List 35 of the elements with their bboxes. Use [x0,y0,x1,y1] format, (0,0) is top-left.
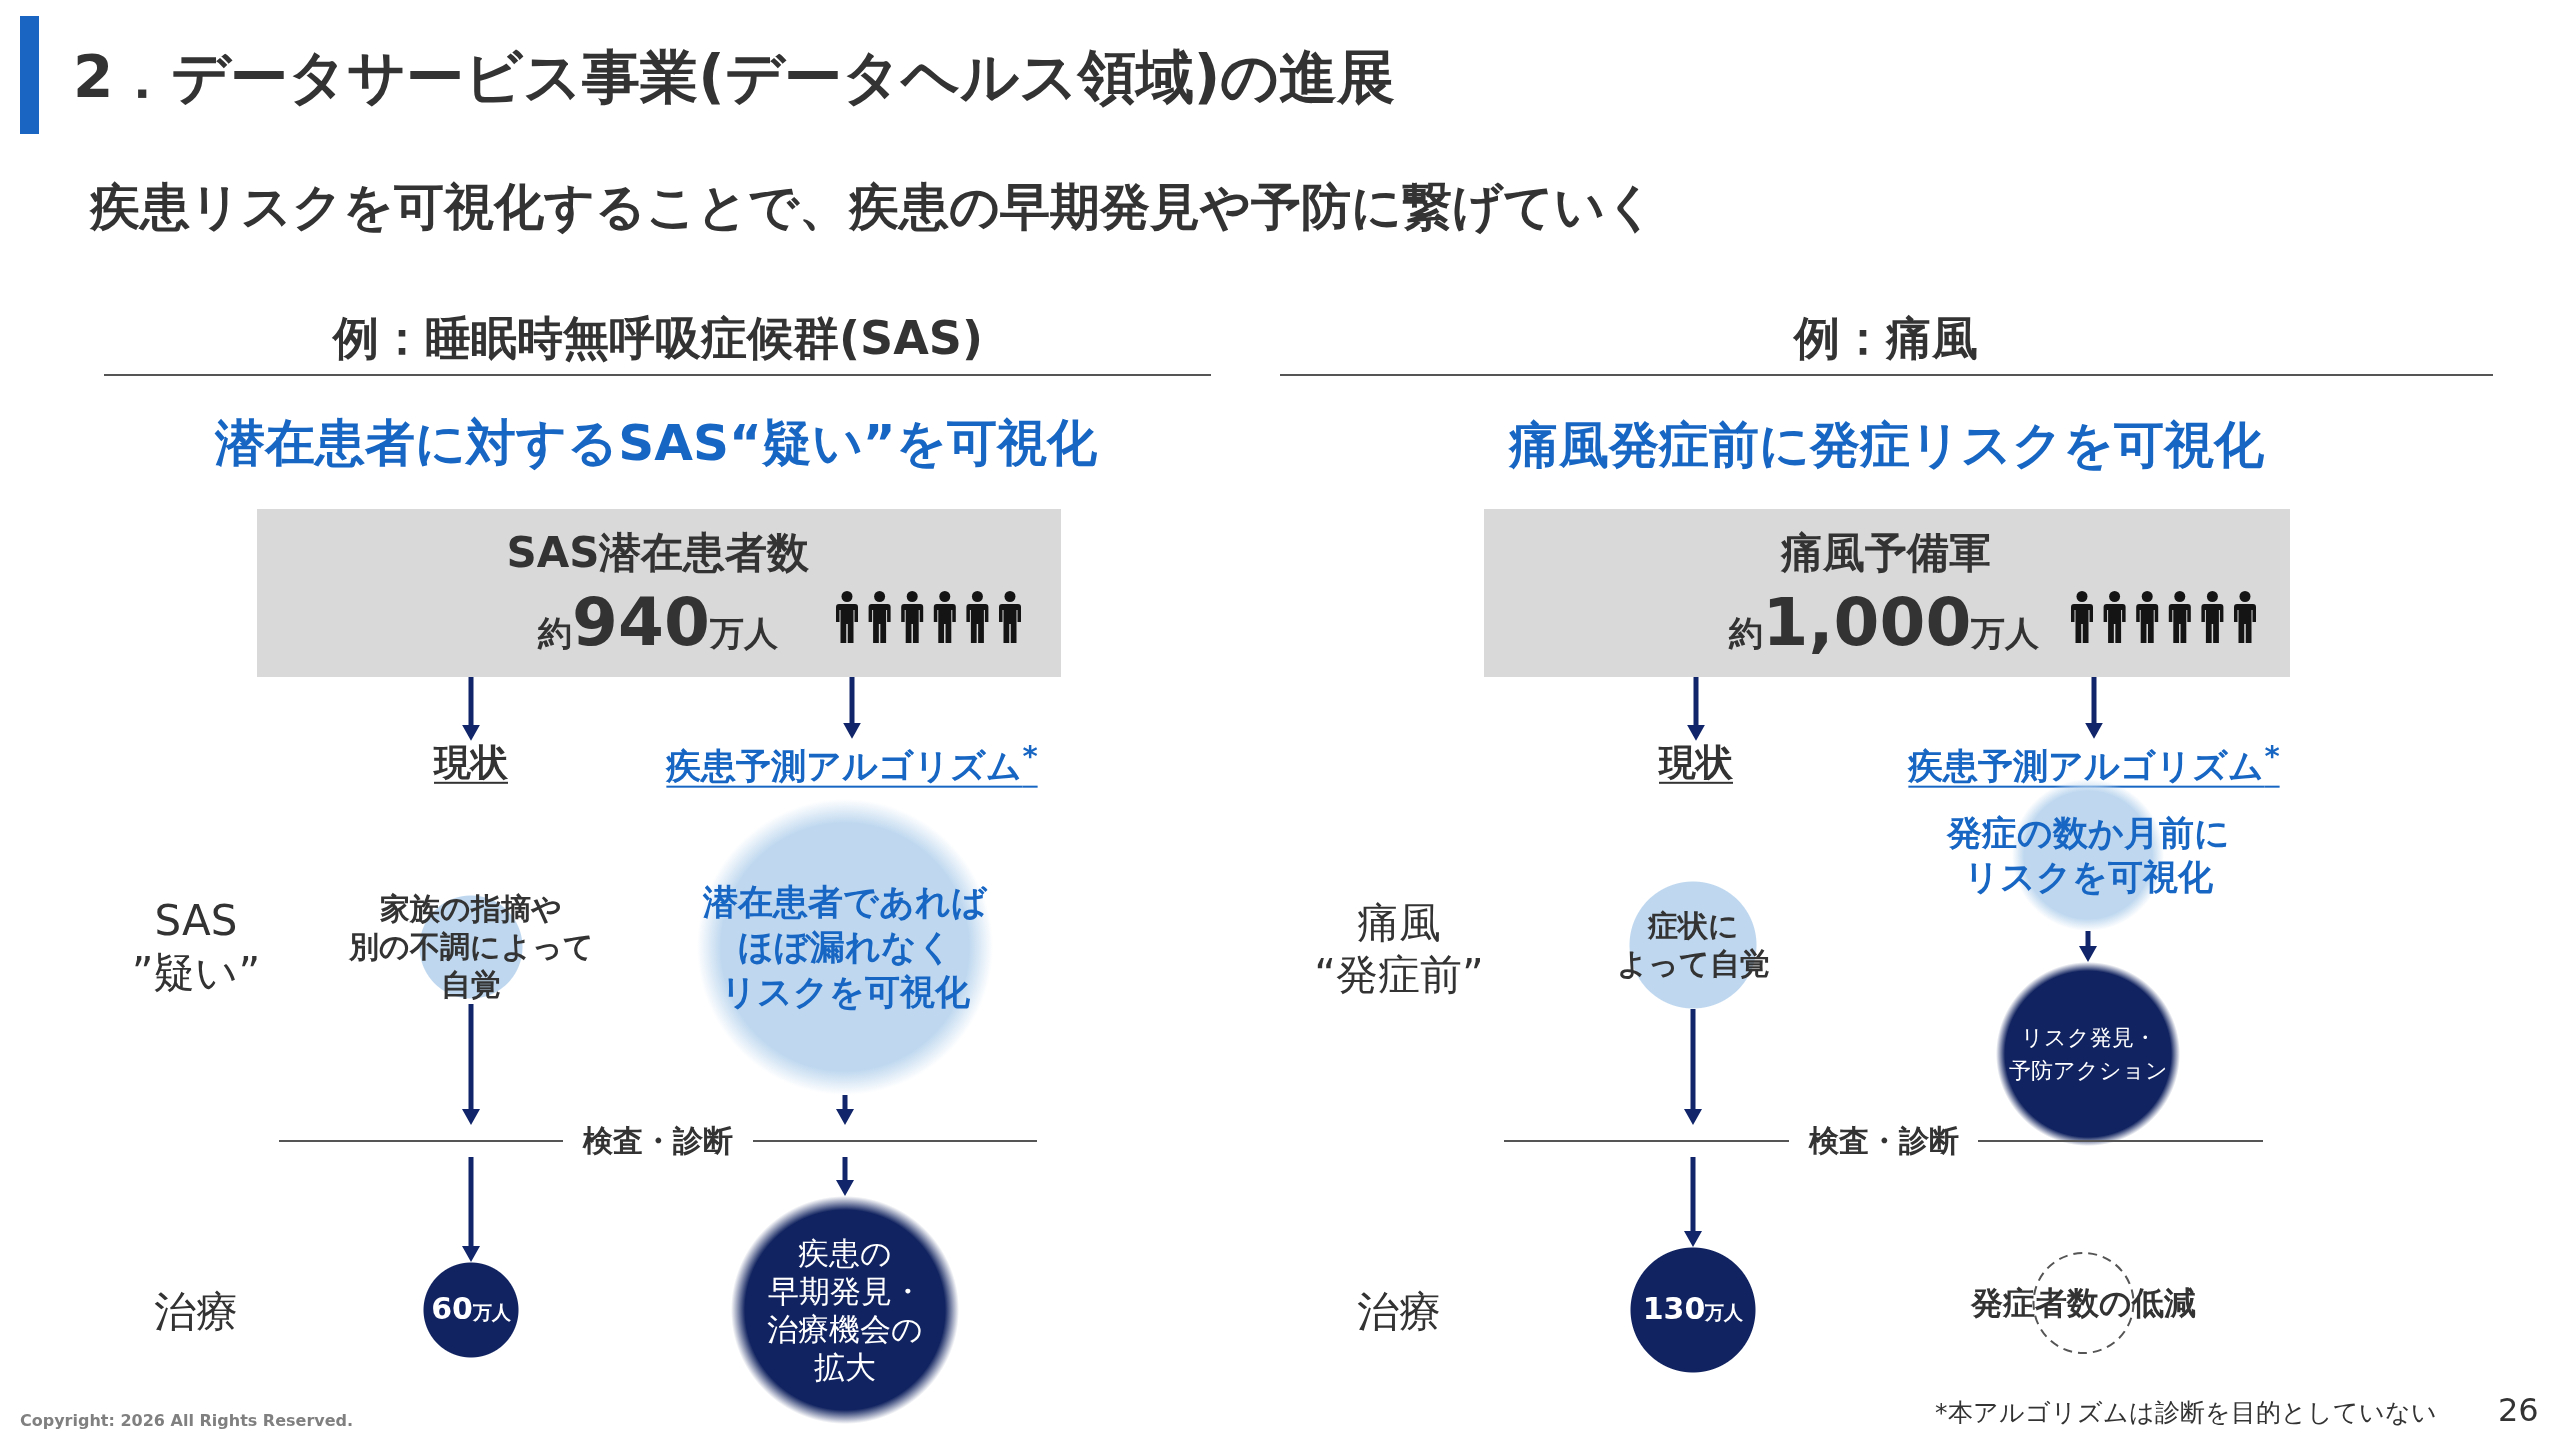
arrow [2085,677,2103,739]
footnote: *本アルゴリズムは診断を目的としていない [1935,1396,2437,1428]
column-heading: 疾患予測アルゴリズム$^{*}$ [666,738,1038,788]
arrow [836,1157,854,1196]
box-heading: 痛風予備軍 [1781,527,1991,579]
population-box [257,509,1061,677]
arrow [1687,677,1705,741]
arrow [462,1157,480,1262]
arrow [2079,931,2097,962]
copyright-notice: Copyright: 2026 All Rights Reserved. [20,1411,354,1431]
panel-subtitle: 潜在患者に対するSAS“疑い”を可視化 [215,412,1097,474]
stage-label: 検査・診断 [583,1125,733,1157]
population-count: 約940万人 [538,585,778,661]
subtitle: 疾患リスクを可視化することで、疾患の早期発見や予防に繋げていく [90,176,1656,238]
arrow [462,1004,480,1125]
arrow [1684,1009,1702,1125]
arrow [836,1095,854,1125]
page-number: 26 [2498,1390,2539,1430]
population-box [1484,509,2290,677]
arrow [843,677,861,739]
row-label: 痛風“発症前” [1313,897,1485,1001]
column-heading: 現状 [1659,740,1733,786]
panel-subtitle: 痛風発症前に発症リスクを可視化 [1508,414,2264,476]
slide-title: 2．データサービス事業(データヘルス領域)の進展 [73,42,1396,113]
panel-heading: 例：痛風 [1794,310,1978,367]
column-heading: 現状 [434,740,508,786]
arrow [1684,1157,1702,1247]
row-label: 治療 [1357,1285,1441,1338]
row-label: 治療 [154,1285,238,1338]
panel-heading: 例：睡眠時無呼吸症候群(SAS) [333,310,983,367]
stage-label: 検査・診断 [1808,1125,1959,1157]
row-label: SAS ”疑い” [130,895,262,999]
arrow [462,677,480,741]
box-heading: SAS潜在患者数 [506,527,810,579]
dashed-circle-node: 発症者数の低減 [1970,1253,2196,1353]
